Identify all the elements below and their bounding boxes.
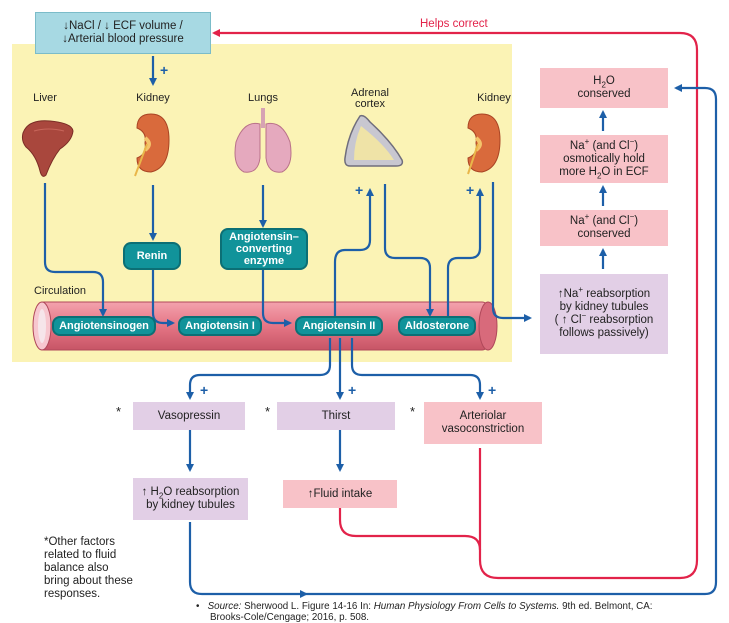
blue-arrows	[43, 56, 718, 598]
angiotensin-ii-box: Angiotensin II	[295, 316, 383, 336]
plus-sign: +	[348, 382, 357, 398]
top-box-line1: ↓NaCl / ↓ ECF volume /	[63, 20, 183, 32]
aldosterone-box: Aldosterone	[398, 316, 476, 336]
na-conserved-box: Na+ (and Cl−) conserved	[540, 210, 668, 246]
circulation-label: Circulation	[34, 285, 86, 297]
fluid-intake-box: ↑Fluid intake	[283, 480, 397, 508]
lungs-label: Lungs	[248, 92, 278, 104]
source-citation: • Source: Sherwood L. Figure 14-16 In: H…	[196, 601, 653, 623]
kidney-label-1: Kidney	[136, 92, 170, 104]
na-osmotically-hold-box: Na+ (and Cl−) osmotically hold more H2O …	[540, 135, 668, 183]
kidney-icon	[467, 113, 501, 175]
thirst-box: Thirst	[277, 402, 395, 430]
low-nacl-volume-pressure-box: ↓NaCl / ↓ ECF volume / ↓Arterial blood p…	[35, 12, 211, 54]
kidney-icon	[134, 113, 170, 177]
angiotensinogen-box: Angiotensinogen	[52, 316, 156, 336]
na-reabsorption-box: ↑Na+ reabsorption by kidney tubules ( ↑ …	[540, 274, 668, 354]
h2o-reabsorption-box: ↑ H2O reabsorption by kidney tubules	[133, 478, 248, 520]
lungs-icon	[234, 108, 292, 173]
asterisk: *	[410, 404, 416, 419]
plus-sign: +	[200, 382, 209, 398]
h2o-conserved-box: H2O conserved	[540, 68, 668, 108]
footnote: *Other factors related to fluid balance …	[44, 536, 133, 600]
asterisk: *	[116, 404, 122, 419]
plus-sign: +	[466, 182, 475, 198]
liver-icon	[21, 120, 74, 177]
red-feedback-arrows	[212, 29, 699, 580]
kidney-label-2: Kidney	[477, 92, 511, 104]
vasopressin-box: Vasopressin	[133, 402, 245, 430]
plus-sign: +	[488, 382, 497, 398]
top-box-line2: ↓Arterial blood pressure	[62, 33, 184, 45]
liver-label: Liver	[33, 92, 57, 104]
plus-sign: +	[355, 182, 364, 198]
renin-box: Renin	[123, 242, 181, 270]
adrenal-cortex-icon	[344, 114, 404, 167]
helps-correct-label: Helps correct	[420, 18, 488, 30]
angiotensin-i-box: Angiotensin I	[178, 316, 262, 336]
asterisk: *	[265, 404, 271, 419]
plus-sign: +	[160, 62, 169, 78]
